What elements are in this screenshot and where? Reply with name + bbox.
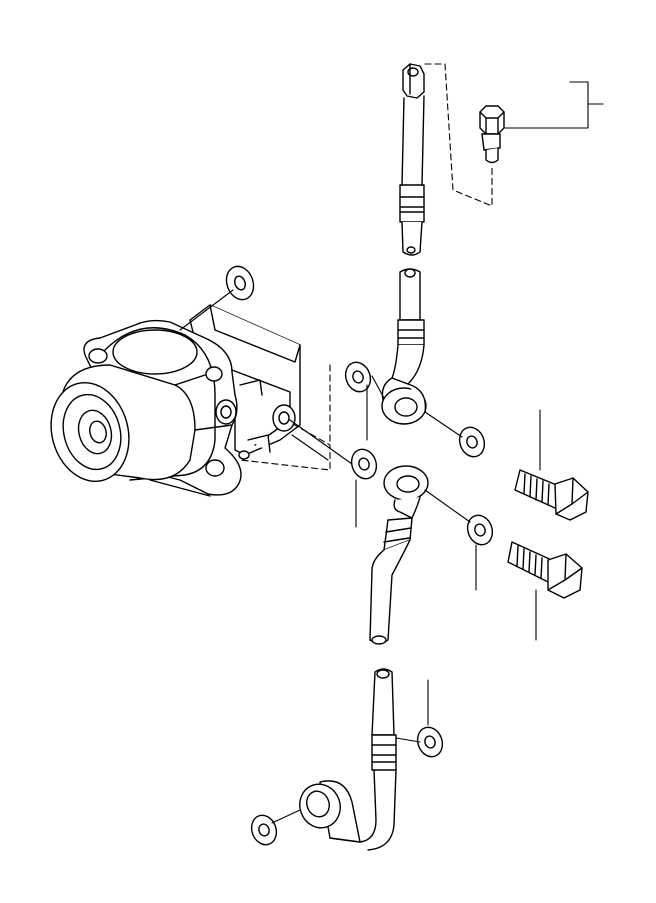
washer-upper-left	[225, 265, 255, 301]
washer-mid-right-lower	[466, 514, 494, 546]
bottom-banjo-fitting	[299, 780, 361, 843]
pump-housing	[50, 304, 301, 497]
washer-lower-right	[416, 726, 444, 758]
lower-banjo-bolt	[507, 541, 583, 599]
washer-bottom-left	[250, 814, 278, 846]
washer-mid-left-lower	[350, 448, 378, 480]
callout-lines	[179, 63, 604, 824]
upper-hose	[399, 63, 425, 256]
sealing-washers	[225, 265, 494, 846]
upper-banjo-bolt	[514, 469, 589, 521]
washer-mid-left-upper	[344, 361, 372, 393]
washer-mid-right-upper	[458, 426, 486, 458]
union-nut	[479, 105, 505, 164]
upper-banjo-fitting	[381, 268, 427, 425]
lower-banjo-fitting	[369, 465, 429, 645]
